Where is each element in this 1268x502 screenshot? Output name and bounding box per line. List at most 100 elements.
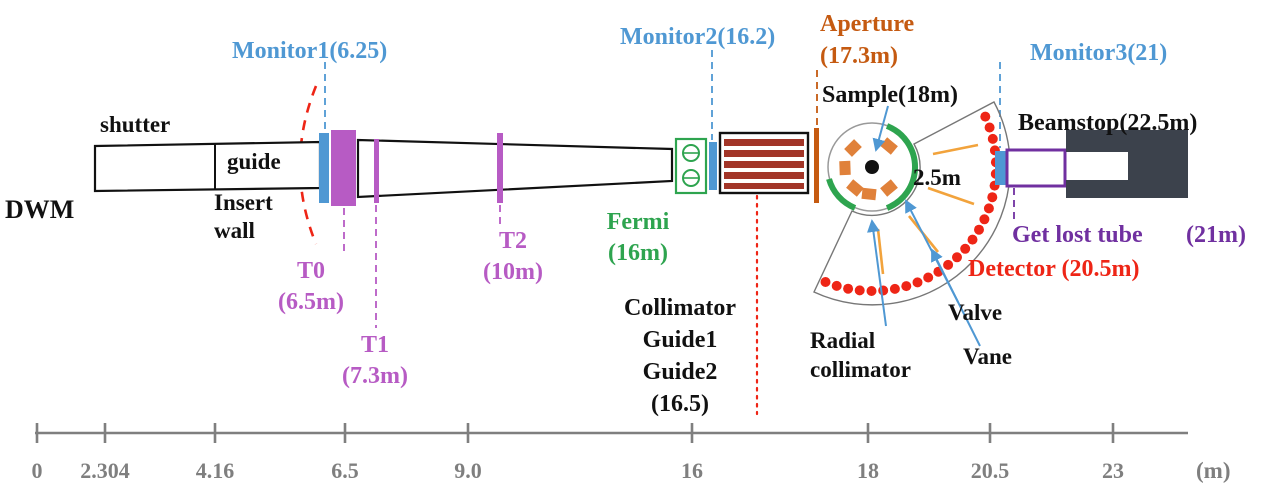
sample-arrow <box>872 105 889 152</box>
collimator-label: Collimator Guide1 Guide2 (16.5) <box>606 292 754 420</box>
detector-dot <box>967 234 978 245</box>
sample-chamber <box>826 122 919 212</box>
radial-line2: collimator <box>810 357 911 382</box>
t0-distance: (6.5m) <box>278 289 344 315</box>
ruler-tick-label: 20.5 <box>970 458 1010 483</box>
detector-dot <box>987 133 998 144</box>
beamstop-label: Beamstop(22.5m) <box>1018 110 1198 136</box>
ruler-tick-label: 9.0 <box>454 458 482 483</box>
vane-arrow <box>931 248 981 347</box>
collimator-stripe <box>724 150 804 157</box>
detector-dot <box>960 243 971 254</box>
collimator-line3: Guide2 <box>642 359 718 385</box>
radial-collimator-arrow <box>867 219 887 327</box>
detector-dot <box>901 281 912 292</box>
radius-label: 2.5m <box>913 165 961 190</box>
ruler-ticks <box>35 423 1115 443</box>
detector-dot <box>980 111 991 122</box>
detector-dot <box>854 285 865 296</box>
detector-dot <box>889 283 900 294</box>
collimator-line2: Guide1 <box>642 327 718 353</box>
shutter-housing <box>93 140 322 193</box>
t0-name: T0 <box>296 258 325 284</box>
radial-collimator-blade <box>844 139 862 157</box>
ruler-tick-label: 2.304 <box>80 458 130 483</box>
monitor3-label: Monitor3(21) <box>1030 40 1168 66</box>
detector-dot <box>952 252 962 263</box>
t0-label: T0 (6.5m) <box>266 256 356 318</box>
t1-distance: (7.3m) <box>342 363 408 389</box>
monitor1-device <box>319 133 329 203</box>
radial-collimator-blade <box>846 179 864 197</box>
vane-label: Vane <box>963 344 1012 369</box>
sample-label: Sample(18m) <box>822 82 958 108</box>
aperture-name: Aperture <box>820 11 915 37</box>
collimator-line1: Collimator <box>624 295 736 321</box>
insert-wall-line2: wall <box>214 218 255 243</box>
beamstop-shape <box>1066 130 1188 198</box>
radial-collimator-label: Radial collimator <box>810 326 911 384</box>
fermi-name: Fermi <box>606 209 670 235</box>
t0-chopper <box>331 130 356 206</box>
shutter-label: shutter <box>100 112 171 137</box>
detector-dot <box>866 286 877 296</box>
get-lost-tube-distance-label: (21m) <box>1186 222 1246 248</box>
annotation-arrows <box>867 105 981 347</box>
fermi-chopper <box>674 137 708 195</box>
aperture-label: Aperture (17.3m) <box>820 8 914 72</box>
ruler <box>35 423 1188 443</box>
fermi-label: Fermi (16m) <box>592 207 684 269</box>
collimator-stripe <box>724 139 804 146</box>
ruler-tick-label: 4.16 <box>195 458 235 483</box>
sample-dot <box>865 160 879 174</box>
get-lost-tube-shape <box>1005 148 1067 188</box>
detector-dot <box>983 203 994 214</box>
vane-line <box>876 228 885 275</box>
detector-dot <box>878 285 889 296</box>
detector-dot <box>979 214 990 225</box>
vane-line <box>927 186 975 206</box>
ruler-tick-label: 23 <box>1102 458 1124 483</box>
detector-dot <box>923 272 934 283</box>
insert-wall-line1: Insert <box>214 190 273 215</box>
ruler-tick-label: 16 <box>681 458 703 483</box>
detector-label: Detector (20.5m) <box>968 256 1140 282</box>
t1-label: T1 (7.3m) <box>330 330 420 392</box>
t2-distance: (10m) <box>483 259 543 285</box>
detector-dot <box>912 277 923 288</box>
t2-label: T2 (10m) <box>468 226 558 288</box>
t1-name: T1 <box>360 332 389 358</box>
neutron-guide <box>356 138 674 199</box>
fermi-disk-bottom <box>682 169 700 187</box>
detector-dot <box>987 192 998 203</box>
monitor2-label: Monitor2(16.2) <box>620 24 776 50</box>
monitor2-device <box>709 142 717 190</box>
collimator-stripe <box>724 183 804 189</box>
radial-collimator-blade <box>839 160 851 176</box>
collimator-guides <box>718 131 810 195</box>
fermi-housing <box>674 137 708 195</box>
detector-dot <box>843 283 854 294</box>
fermi-distance: (16m) <box>608 240 668 266</box>
t2-name: T2 <box>498 228 527 254</box>
vane-line <box>932 143 979 156</box>
valve-arc-left <box>826 178 857 211</box>
detector-dot <box>831 280 842 291</box>
aperture-distance: (17.3m) <box>820 43 898 69</box>
collimator-line4: (16.5) <box>651 391 709 417</box>
dwm-label: DWM <box>5 195 75 224</box>
valve-arc-right <box>885 123 919 211</box>
get-lost-tube-label: Get lost tube <box>1012 222 1143 248</box>
detector-dot <box>943 259 954 270</box>
detector-dot <box>974 224 984 235</box>
monitor1-label: Monitor1(6.25) <box>232 38 388 64</box>
detector-dot <box>820 277 831 287</box>
radial-collimator-blade <box>861 187 877 201</box>
valve-label: Valve <box>948 300 1003 325</box>
ruler-tick-label: 18 <box>857 458 879 483</box>
ruler-tick-label: 6.5 <box>331 458 359 483</box>
ruler-tick-label: 0 <box>31 458 43 483</box>
radial-collimator-blade <box>880 179 898 197</box>
